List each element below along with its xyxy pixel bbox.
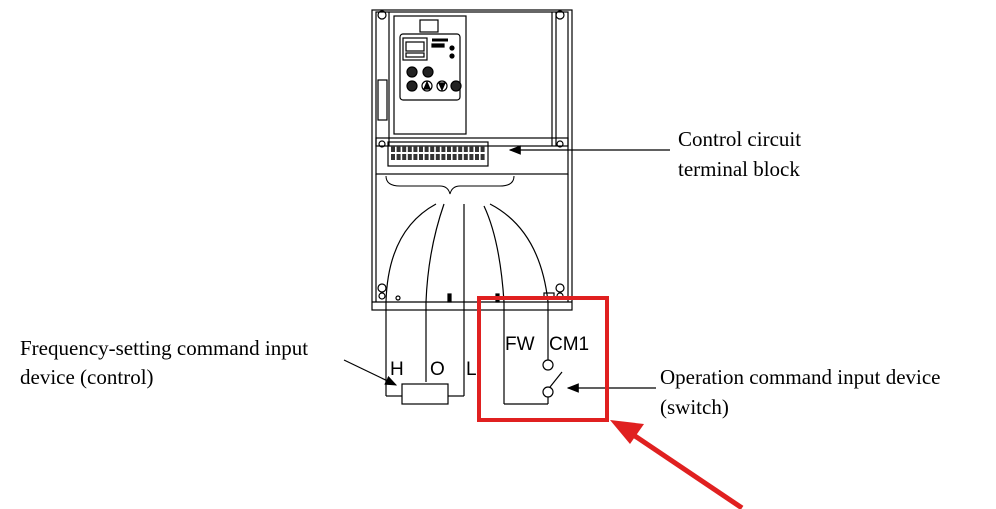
keypad	[406, 66, 462, 92]
operator-panel	[393, 15, 467, 135]
wire-fw	[483, 205, 505, 303]
op-device-label-line1: Operation command input device	[660, 365, 941, 389]
terminal-pin	[447, 154, 451, 160]
switch-contact-bottom	[542, 386, 554, 398]
terminal-pin	[452, 154, 457, 160]
display-window	[402, 37, 428, 61]
control-terminal-label-line2: terminal block	[678, 157, 800, 181]
terminal-pin	[430, 146, 435, 152]
terminal-o-label: O	[430, 359, 445, 380]
terminal-pin	[402, 154, 407, 160]
switch-lever	[549, 371, 563, 388]
wire-h	[385, 203, 437, 303]
terminal-pin	[407, 146, 412, 152]
freq-device-label-line1: Frequency-setting command input	[20, 336, 308, 360]
terminal-pin	[480, 154, 485, 160]
terminal-pin	[391, 146, 395, 152]
terminal-cm1-label: CM1	[549, 334, 589, 355]
terminal-pin	[475, 146, 479, 152]
terminal-pin	[441, 146, 446, 152]
switch-contact-top	[542, 359, 554, 371]
terminal-pin	[396, 154, 401, 160]
terminal-h-label: H	[390, 359, 404, 380]
terminal-fw-label: FW	[505, 334, 535, 355]
terminal-pin	[447, 146, 451, 152]
terminal-pin	[402, 146, 407, 152]
op-device-label-line2: (switch)	[660, 395, 729, 419]
red-pointer-arrow	[610, 420, 744, 509]
terminal-pin	[424, 146, 429, 152]
terminal-pin	[435, 146, 440, 152]
inverter-casing	[371, 9, 573, 311]
terminal-pin	[475, 154, 479, 160]
terminal-pin	[419, 154, 423, 160]
terminal-pin	[452, 146, 457, 152]
terminal-pin	[424, 154, 429, 160]
terminal-pin	[458, 154, 463, 160]
terminal-pin	[441, 154, 446, 160]
terminal-pin	[458, 146, 463, 152]
wire-cm1	[489, 203, 549, 303]
terminal-l-label: L	[466, 359, 477, 380]
frequency-setting-device-symbol	[401, 383, 449, 405]
terminal-pin	[407, 154, 412, 160]
control-terminal-block	[387, 141, 489, 167]
inverter-unit	[371, 9, 573, 311]
control-terminal-label-line1: Control circuit	[678, 127, 801, 151]
terminal-pin	[463, 154, 468, 160]
terminal-pin	[391, 154, 395, 160]
terminal-pin	[463, 146, 468, 152]
terminal-pin	[413, 146, 418, 152]
terminal-pin	[469, 154, 474, 160]
terminal-pin	[419, 146, 423, 152]
highlight-box	[477, 296, 609, 422]
terminal-pins	[391, 146, 485, 160]
terminal-cover	[375, 137, 569, 175]
terminal-pin	[480, 146, 485, 152]
terminal-pin	[469, 146, 474, 152]
terminal-pin	[396, 146, 401, 152]
wire-o	[425, 203, 445, 303]
freq-device-arrow	[343, 359, 398, 386]
freq-device-label-line2: device (control)	[20, 365, 154, 389]
terminal-pin	[430, 154, 435, 160]
terminal-pin	[413, 154, 418, 160]
terminal-pin	[435, 154, 440, 160]
